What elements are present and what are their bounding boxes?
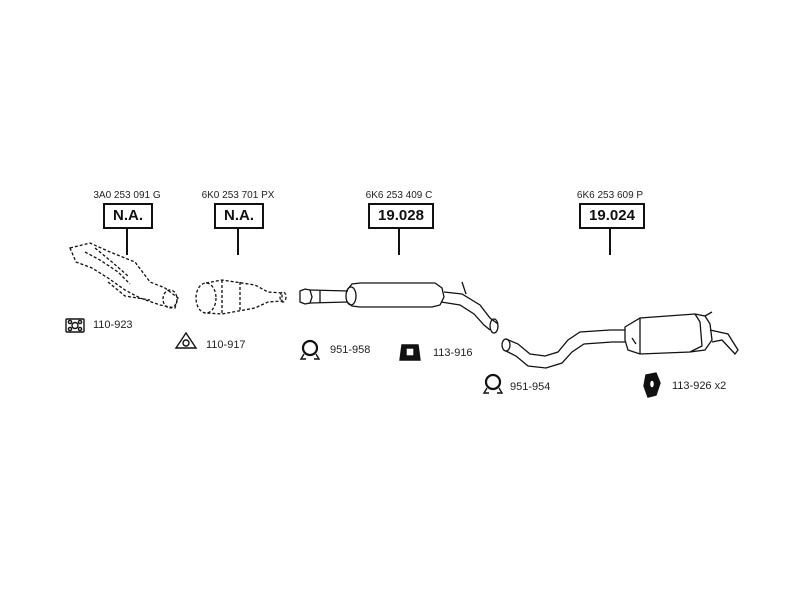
part-code-box-middle-silencer[interactable]: 19.028 <box>368 203 434 229</box>
oe-number-rear-silencer: 6K6 253 609 P <box>576 190 644 201</box>
part-code-box-manifold[interactable]: N.A. <box>103 203 153 229</box>
clamp-icon <box>299 339 321 360</box>
clamp-icon <box>482 373 504 394</box>
part-code-box-catalyst[interactable]: N.A. <box>214 203 264 229</box>
accessory-label[interactable]: 951-954 <box>510 381 551 393</box>
catalytic-converter-drawing <box>195 279 287 315</box>
callout-line <box>609 229 611 255</box>
accessory-label[interactable]: 110-923 <box>93 319 133 331</box>
accessory-label[interactable]: 110-917 <box>206 339 246 351</box>
callout-line <box>126 229 128 255</box>
middle-silencer-drawing <box>299 281 499 334</box>
gasket-square-icon <box>65 318 85 333</box>
callout-line <box>398 229 400 255</box>
accessory-label[interactable]: 113-916 <box>433 347 473 359</box>
oe-number-manifold: 3A0 253 091 G <box>93 190 161 201</box>
rear-silencer-drawing <box>501 311 739 369</box>
callout-line <box>237 229 239 255</box>
exhaust-manifold-drawing <box>69 242 179 309</box>
rubber-mount-icon <box>399 344 421 361</box>
part-code-box-rear-silencer[interactable]: 19.024 <box>579 203 645 229</box>
accessory-label[interactable]: 951-958 <box>330 344 371 356</box>
oe-number-middle-silencer: 6K6 253 409 C <box>365 190 433 201</box>
accessory-label[interactable]: 113-926 x2 <box>672 380 727 392</box>
rubber-hanger-icon <box>643 372 661 398</box>
gasket-triangle-icon <box>174 331 198 349</box>
oe-number-catalyst: 6K0 253 701 PX <box>201 190 275 201</box>
